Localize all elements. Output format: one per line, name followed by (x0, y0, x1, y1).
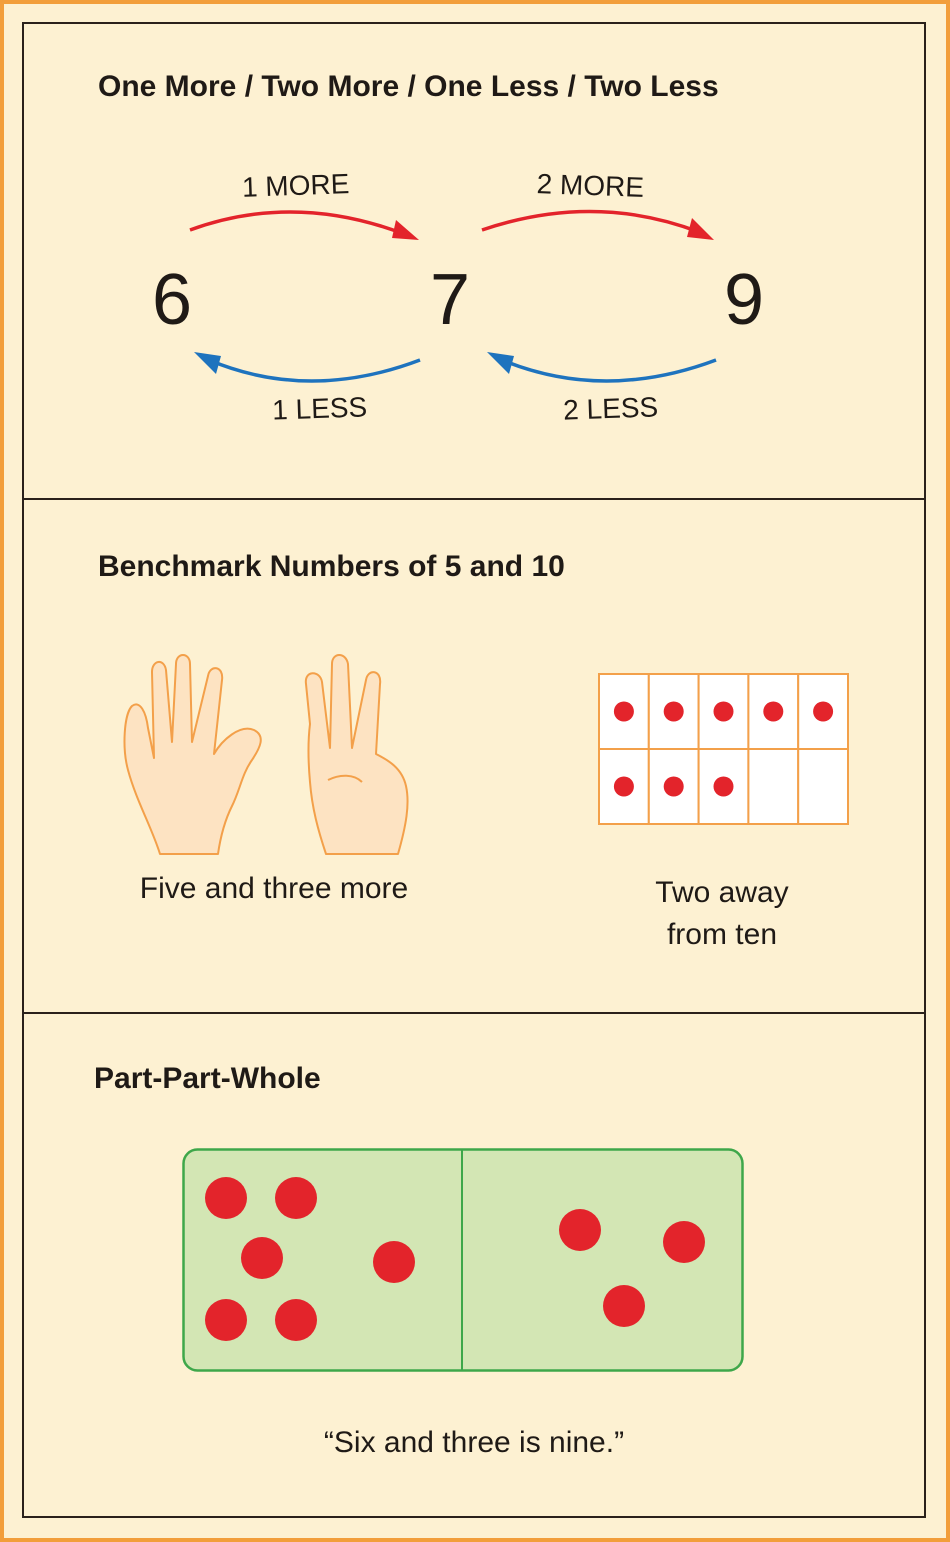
two-more-arrowhead (687, 218, 714, 240)
right-part-counter (559, 1209, 601, 1251)
number-nine: 9 (724, 260, 765, 340)
one-more-arrow (189, 210, 405, 236)
ten-frame-counter (663, 776, 684, 797)
more-less-arrows: 1 MORE 2 MORE 1 LESS 2 LESS (189, 168, 717, 426)
ten-frame-counter (713, 776, 734, 797)
ten-frame-caption-line2: from ten (666, 918, 778, 951)
ten-frame-counter (713, 701, 734, 722)
two-less-label: 2 LESS (563, 391, 659, 425)
ten-frame-counter (813, 701, 834, 722)
ten-frame-caption-line1: Two away (655, 876, 789, 909)
left-part-counter (205, 1177, 247, 1219)
ten-frame-counter (613, 776, 634, 797)
panel-three-title: Part-Part-Whole (94, 1062, 321, 1095)
page: One More / Two More / One Less / Two Les… (4, 4, 946, 1538)
ten-frame-cell (797, 748, 849, 825)
panel-benchmark: Benchmark Numbers of 5 and 10 Five and t… (24, 500, 924, 1014)
right-part-counter (663, 1221, 705, 1263)
panel-part-part-whole: Part-Part-Whole “Six and three is nine.” (24, 1014, 924, 1516)
number-seven: 7 (430, 260, 471, 340)
right-hand-icon (304, 654, 409, 855)
left-part-counter (205, 1299, 247, 1341)
right-part-counter (603, 1285, 645, 1327)
number-six: 6 (152, 260, 193, 340)
one-less-arrowhead (194, 352, 221, 374)
ten-frame-caption: Two away from ten (622, 872, 822, 956)
panel-two-title: Benchmark Numbers of 5 and 10 (98, 550, 565, 583)
left-part-counter (275, 1299, 317, 1341)
one-less-arrow (208, 358, 421, 383)
one-less-label: 1 LESS (272, 391, 368, 425)
left-part-counter (373, 1241, 415, 1283)
ten-frame (598, 673, 849, 825)
two-less-arrow (501, 358, 717, 383)
left-part-counter (241, 1237, 283, 1279)
part-part-whole-caption: “Six and three is nine.” (323, 1426, 625, 1459)
part-part-whole-mat (182, 1148, 744, 1372)
ten-frame-cell (747, 748, 800, 825)
panel-one-title: One More / Two More / One Less / Two Les… (98, 70, 719, 103)
two-more-label: 2 MORE (536, 168, 644, 203)
two-more-arrow (481, 209, 700, 234)
two-less-arrowhead (487, 352, 514, 374)
one-more-arrowhead (392, 220, 419, 240)
hands-caption: Five and three more (139, 872, 409, 905)
panel-one-more-less: One More / Two More / One Less / Two Les… (24, 24, 924, 500)
hands-illustration (123, 654, 409, 855)
frame: One More / Two More / One Less / Two Les… (22, 22, 926, 1518)
left-part-counter (275, 1177, 317, 1219)
ten-frame-counter (763, 701, 784, 722)
ten-frame-counter (613, 701, 634, 722)
left-hand-icon (123, 654, 262, 855)
ten-frame-counter (663, 701, 684, 722)
one-more-label: 1 MORE (241, 168, 349, 203)
